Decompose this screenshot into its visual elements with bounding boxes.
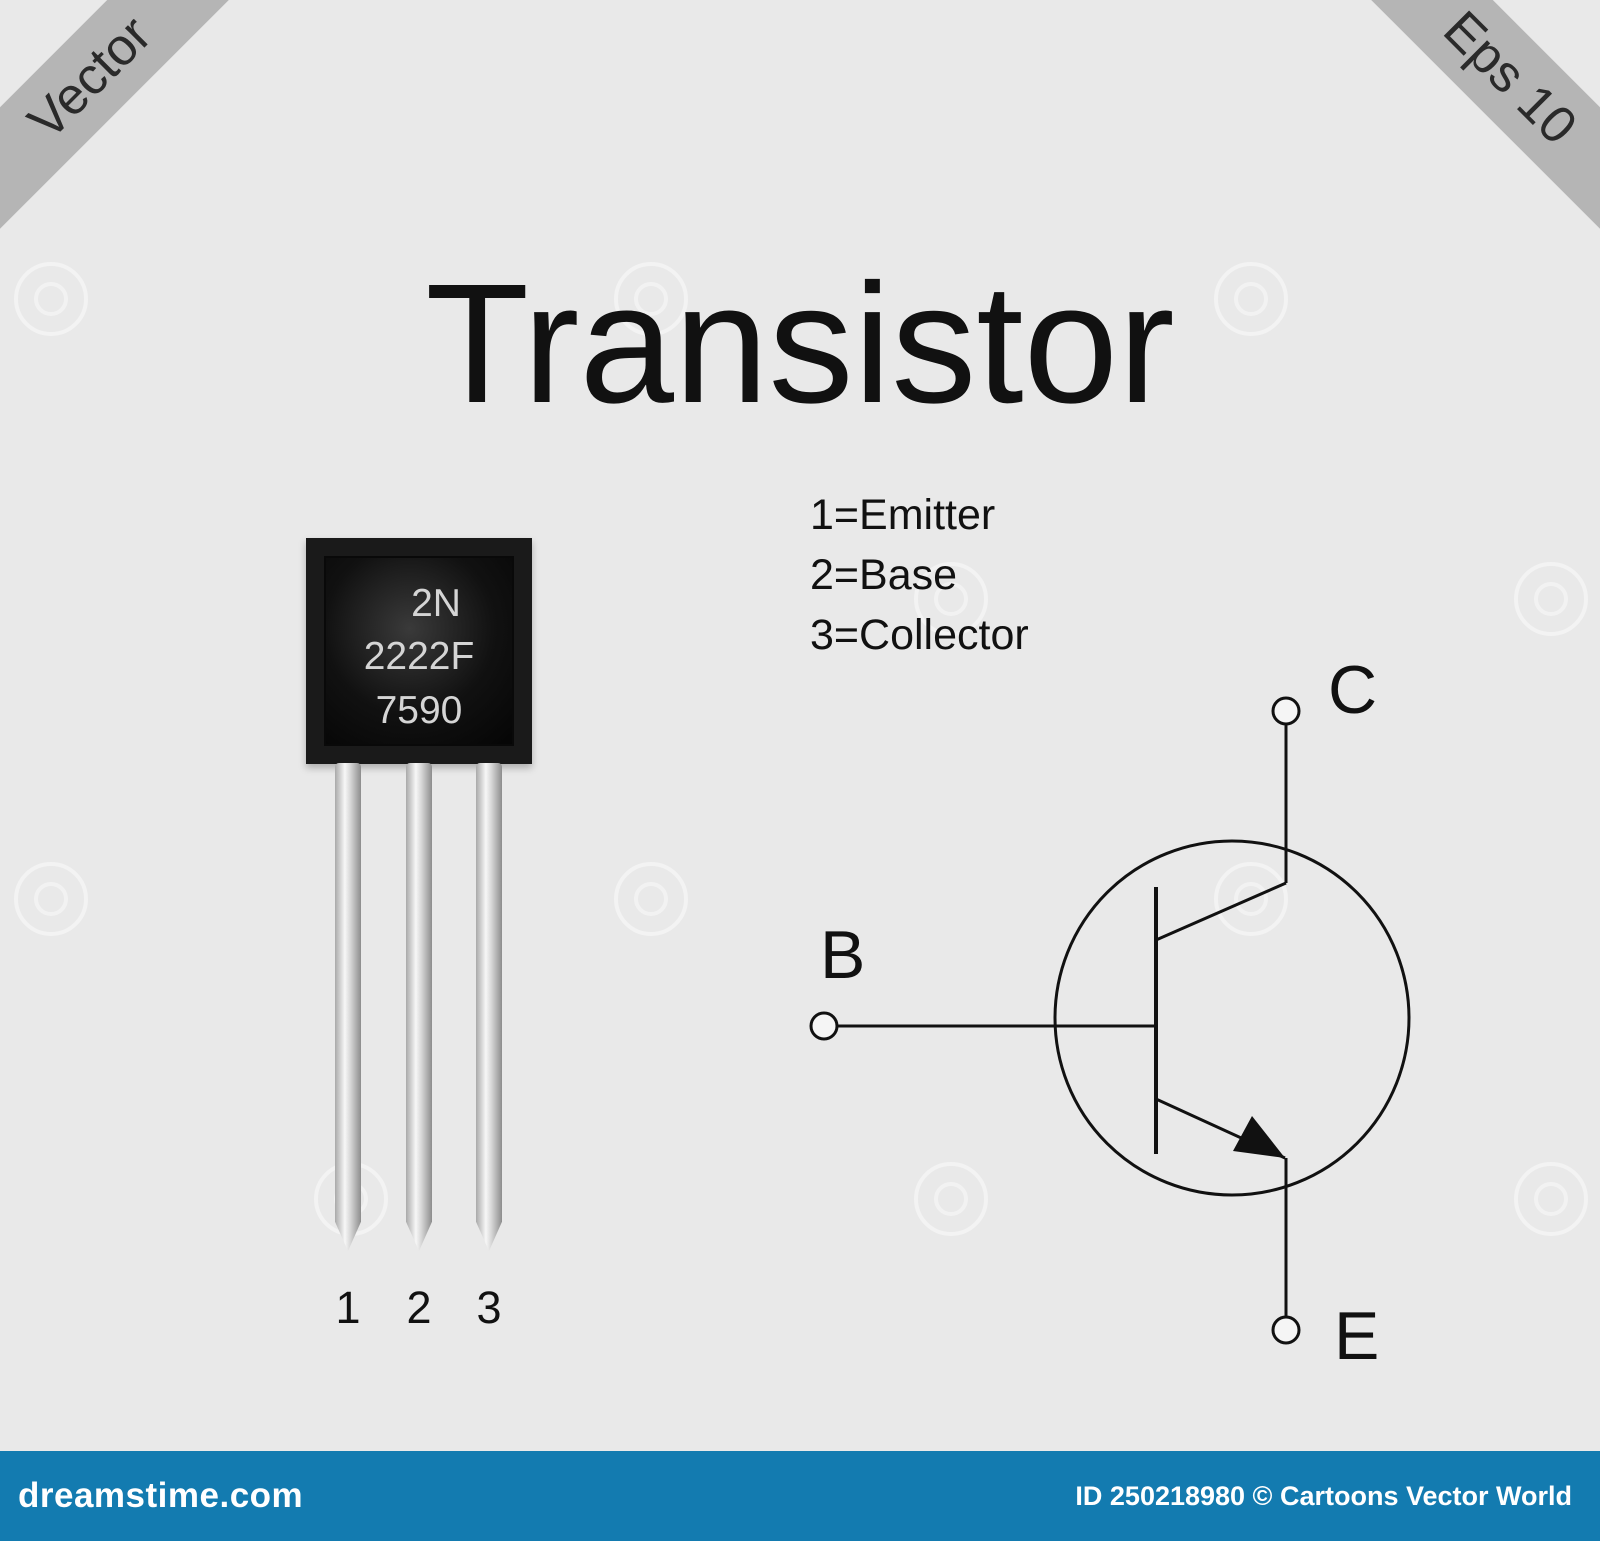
pin-label-2: 2: [406, 1282, 432, 1333]
watermark-spiral: [914, 1162, 988, 1236]
lead-3: [476, 763, 502, 1251]
pin-legend: 1=Emitter 2=Base 3=Collector: [810, 485, 1230, 665]
lead-2: [406, 763, 432, 1251]
pin-label-1: 1: [335, 1282, 361, 1333]
stock-footer: dreamstime.com ID 250218980 © Cartoons V…: [0, 1451, 1600, 1541]
watermark-spiral: [1514, 562, 1588, 636]
footer-brand: dreamstime.com: [18, 1476, 304, 1515]
package-marking-line-1: 2N: [411, 582, 461, 625]
base-terminal: [809, 1011, 839, 1041]
package-marking-line-3: 7590: [375, 689, 463, 732]
emitter-label: E: [1334, 1298, 1380, 1374]
pin-label-3: 3: [476, 1282, 502, 1333]
watermark-spiral: [1214, 262, 1288, 336]
emitter-terminal: [1271, 1315, 1301, 1345]
page-title: Transistor: [425, 248, 1175, 439]
collector-label: C: [1328, 652, 1378, 728]
watermark-spiral: [1514, 1162, 1588, 1236]
emitter-diagonal: [1155, 1097, 1286, 1160]
watermark-spiral: [1214, 862, 1288, 936]
emitter-arrow-icon: [1233, 1116, 1285, 1158]
watermark-spiral: [614, 262, 688, 336]
legend-emitter: 1=Emitter: [810, 491, 996, 539]
legend-base: 2=Base: [810, 551, 958, 599]
watermark-spiral: [914, 562, 988, 636]
watermark-spiral: [14, 862, 88, 936]
base-label: B: [820, 917, 866, 993]
watermark-spiral: [14, 262, 88, 336]
package-marking-line-2: 2222F: [363, 635, 475, 678]
transistor-package-face: [326, 558, 512, 744]
legend-collector: 3=Collector: [810, 611, 1029, 659]
collector-terminal: [1271, 696, 1301, 726]
lead-1: [335, 763, 361, 1251]
watermark-spiral: [614, 862, 688, 936]
transistor-package: 2N 2222F 7590: [306, 538, 532, 764]
footer-credit: ID 250218980 © Cartoons Vector World: [1075, 1481, 1572, 1511]
